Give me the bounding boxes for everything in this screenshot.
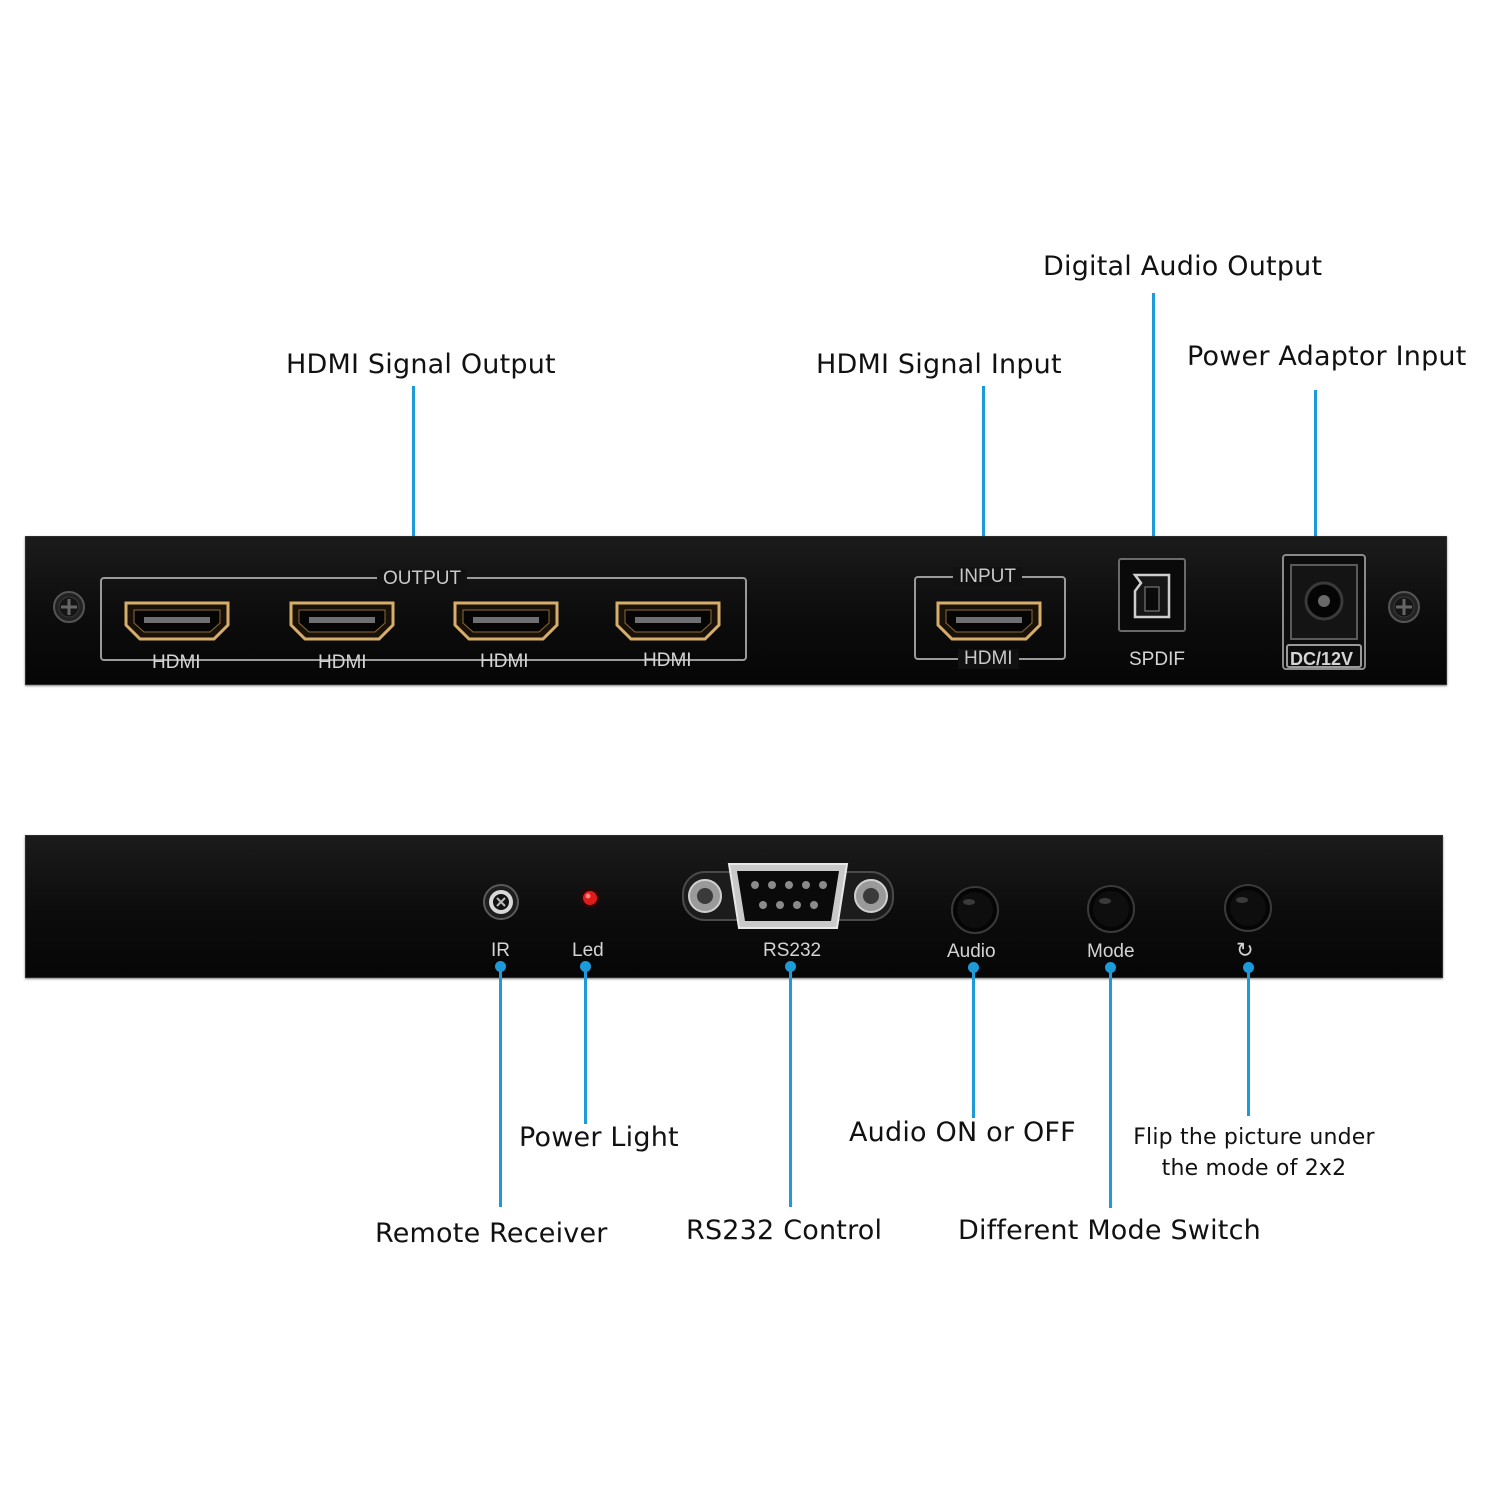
flip-button[interactable] <box>1223 883 1273 933</box>
dc-label: DC/12V <box>1290 649 1354 669</box>
front-panel: IR Led RS232 <box>25 835 1443 978</box>
callout-power-light: Power Light <box>519 1122 679 1153</box>
leader-digital-audio-output <box>1152 293 1155 561</box>
leader-hdmi-signal-input <box>982 386 985 562</box>
leader-dot <box>580 961 591 972</box>
leader-power-adaptor-input <box>1314 390 1317 562</box>
leader-rs232-control <box>789 967 792 1207</box>
leader-power-light <box>584 967 587 1124</box>
screw-icon <box>1387 590 1421 624</box>
rear-panel: OUTPUT HDMI HDMI HDMI HDMI INPU <box>25 536 1447 685</box>
callout-rs232-control: RS232 Control <box>686 1215 883 1246</box>
spdif-label: SPDIF <box>1129 649 1185 670</box>
leader-dot <box>1243 962 1254 973</box>
optical-port-icon <box>1117 557 1187 633</box>
hdmi-port-icon <box>122 599 232 643</box>
leader-mode-switch <box>1109 968 1112 1208</box>
db9-connector-icon <box>679 858 897 934</box>
output-port-label-2: HDMI <box>318 652 367 673</box>
leader-dot <box>785 961 796 972</box>
callout-remote-receiver: Remote Receiver <box>375 1218 608 1249</box>
input-port-label: HDMI <box>958 649 1019 669</box>
output-port-label-3: HDMI <box>480 651 529 672</box>
led-indicator <box>578 886 602 910</box>
leader-remote-receiver <box>499 967 502 1207</box>
callout-flip-picture: Flip the picture under the mode of 2x2 <box>1123 1122 1385 1184</box>
rotate-icon: ↻ <box>1236 938 1254 962</box>
hdmi-port-icon <box>934 599 1044 643</box>
audio-label: Audio <box>947 941 996 962</box>
leader-dot <box>968 962 979 973</box>
mode-label: Mode <box>1087 941 1135 962</box>
leader-flip-picture <box>1247 968 1250 1116</box>
leader-audio-on-off <box>972 968 975 1118</box>
dc-jack-icon <box>1281 553 1367 671</box>
audio-button[interactable] <box>950 885 1000 935</box>
callout-different-mode-switch: Different Mode Switch <box>958 1215 1261 1246</box>
callout-power-adaptor-input: Power Adaptor Input <box>1187 341 1467 372</box>
leader-dot <box>1105 962 1116 973</box>
output-port-label-1: HDMI <box>152 652 201 673</box>
led-label: Led <box>572 940 604 961</box>
screw-icon <box>52 590 86 624</box>
callout-digital-audio-output: Digital Audio Output <box>1043 251 1323 282</box>
callout-flip-picture-line1: Flip the picture under <box>1133 1125 1375 1150</box>
hdmi-port-icon <box>287 599 397 643</box>
callout-audio-on-off: Audio ON or OFF <box>849 1117 1076 1148</box>
hdmi-port-icon <box>613 599 723 643</box>
callout-flip-picture-line2: the mode of 2x2 <box>1161 1156 1347 1181</box>
callout-hdmi-signal-input: HDMI Signal Input <box>816 349 1062 380</box>
input-group-label: INPUT <box>953 567 1022 587</box>
output-port-label-4: HDMI <box>643 650 692 671</box>
leader-dot <box>495 961 506 972</box>
mode-button[interactable] <box>1086 884 1136 934</box>
output-group-label: OUTPUT <box>377 569 468 589</box>
ir-label: IR <box>491 940 510 961</box>
hdmi-port-icon <box>451 599 561 643</box>
leader-hdmi-signal-output <box>412 386 415 562</box>
rs232-label: RS232 <box>763 940 822 961</box>
callout-hdmi-signal-output: HDMI Signal Output <box>286 349 556 380</box>
ir-receiver-icon <box>482 883 520 921</box>
